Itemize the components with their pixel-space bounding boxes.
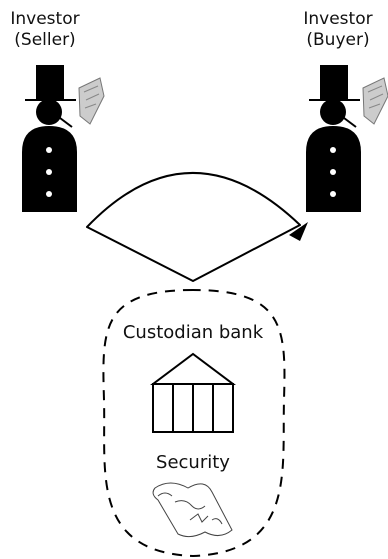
security-scroll-icon xyxy=(152,482,233,538)
buyer-role: (Buyer) xyxy=(306,30,370,50)
seller-role: (Seller) xyxy=(14,30,76,50)
buyer-investor-icon xyxy=(306,65,388,212)
seller-title: Investor xyxy=(10,9,80,29)
buyer-title: Investor xyxy=(303,9,373,29)
custodian-boundary xyxy=(102,288,286,558)
buyer-label: Investor (Buyer) xyxy=(290,9,386,51)
seller-investor-icon xyxy=(22,65,105,212)
arrowhead-icon xyxy=(289,222,308,241)
security-label: Security xyxy=(156,452,230,473)
seller-label: Investor (Seller) xyxy=(0,9,90,51)
transfer-arrow xyxy=(86,172,308,282)
bank-building-icon xyxy=(150,352,236,433)
custodian-bank-label: Custodian bank xyxy=(122,322,264,343)
